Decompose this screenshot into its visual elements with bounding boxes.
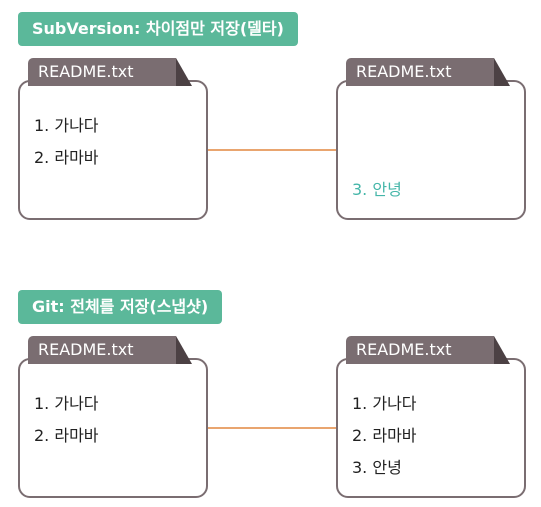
file-line-2: 2. 라마바	[352, 426, 417, 445]
file-tab-label: README.txt	[38, 340, 134, 359]
file-line-2: 2. 라마바	[34, 426, 99, 445]
file-tab-label: README.txt	[356, 340, 452, 359]
file-tab: README.txt	[346, 336, 510, 364]
svn-connector	[208, 149, 336, 151]
file-tab: README.txt	[28, 58, 192, 86]
file-tab-label: README.txt	[356, 62, 452, 81]
file-body: 3. 안녕	[336, 80, 526, 220]
file-tab-label: README.txt	[38, 62, 134, 81]
file-line-3: 3. 안녕	[352, 458, 402, 477]
svn-right-file: 3. 안녕 README.txt	[336, 58, 526, 222]
file-line-2: 2. 라마바	[34, 148, 99, 167]
file-line-1: 1. 가나다	[34, 394, 99, 413]
file-body: 1. 가나다 2. 라마바	[18, 80, 208, 220]
file-tab: README.txt	[346, 58, 510, 86]
git-right-file: 1. 가나다 2. 라마바 3. 안녕 README.txt	[336, 336, 526, 500]
git-left-file: 1. 가나다 2. 라마바 README.txt	[18, 336, 208, 500]
file-line-1: 1. 가나다	[34, 116, 99, 135]
file-body: 1. 가나다 2. 라마바	[18, 358, 208, 498]
svn-left-file: 1. 가나다 2. 라마바 README.txt	[18, 58, 208, 222]
file-line-3-added: 3. 안녕	[352, 180, 402, 199]
file-body: 1. 가나다 2. 라마바 3. 안녕	[336, 358, 526, 498]
file-line-1: 1. 가나다	[352, 394, 417, 413]
file-tab: README.txt	[28, 336, 192, 364]
git-connector	[208, 427, 336, 429]
svn-banner: SubVersion: 차이점만 저장(델타)	[18, 12, 298, 46]
git-banner: Git: 전체를 저장(스냅샷)	[18, 290, 223, 324]
